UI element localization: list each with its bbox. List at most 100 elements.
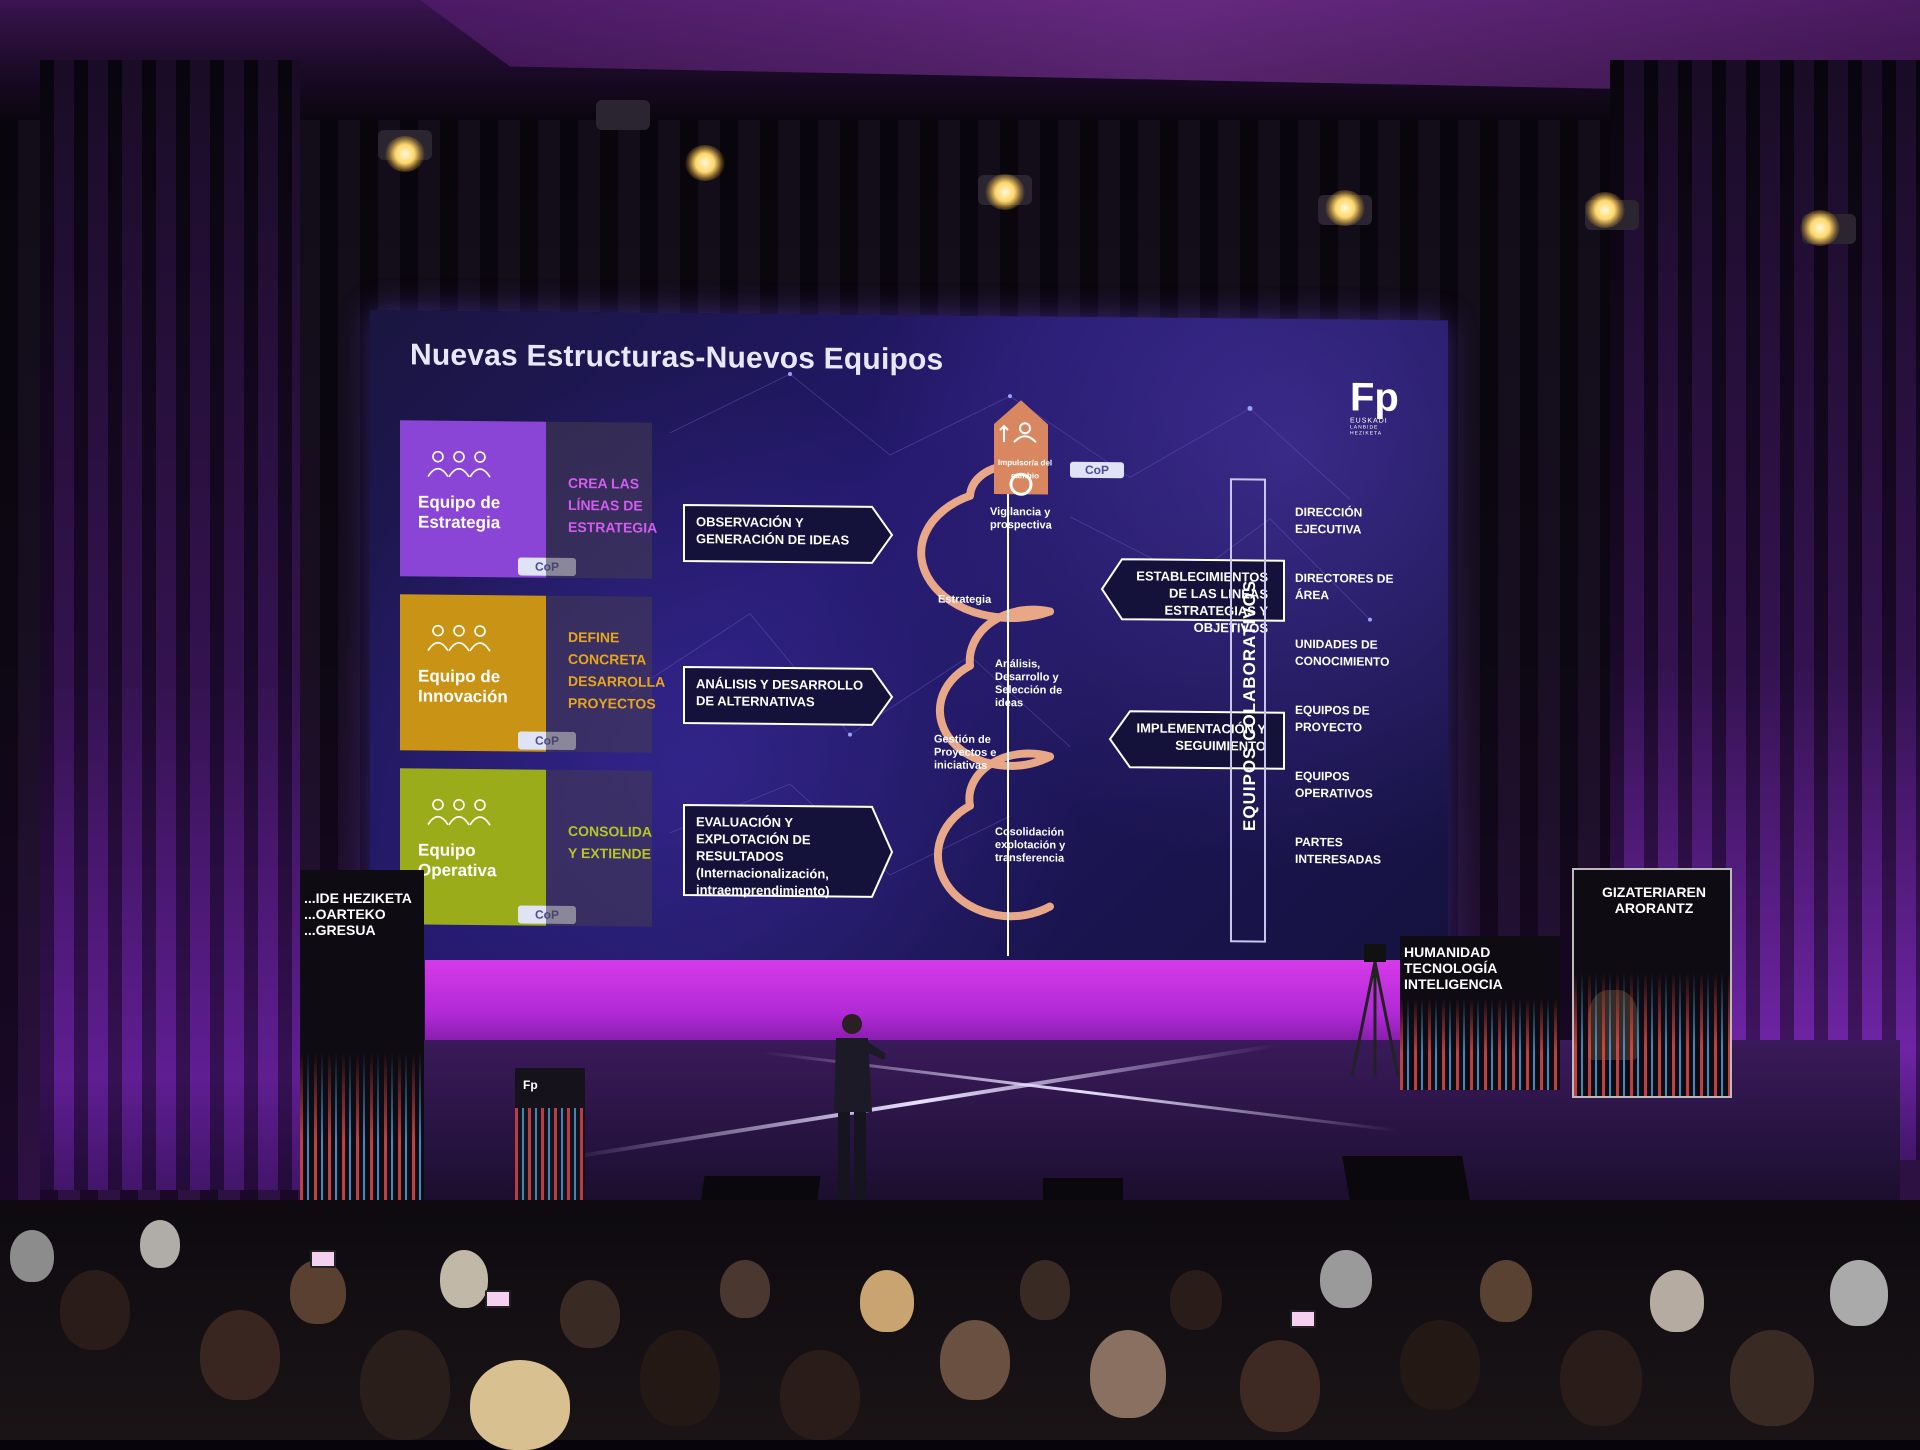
team-actions-panel: DEFINE CONCRETA DESARROLLA PROYECTOS [546, 595, 665, 753]
spiral-label-consolidacion: Cosolidación explotación y transferencia [995, 825, 1066, 865]
left-curtain [40, 60, 300, 1190]
fp-euskadi-logo: Fp EUSKADI LANBIDE HEZIKETA [1350, 375, 1412, 436]
arrow-label: EVALUACIÓN Y EXPLOTACIÓN DE RESULTADOS (… [696, 814, 830, 899]
audience-member [1730, 1330, 1814, 1426]
team-actions: CREA LAS LÍNEAS DE ESTRATEGIA [568, 474, 658, 536]
arrow-shape [1100, 558, 1285, 622]
phone-icon [485, 1290, 511, 1308]
arrow-label: ANÁLISIS Y DESARROLLO DE ALTERNATIVAS [696, 676, 864, 710]
audience-member [440, 1250, 488, 1308]
audience-member [1480, 1260, 1532, 1322]
role-list-item: EQUIPOS DE PROYECTO [1295, 702, 1370, 735]
team-card-operativa: Equipo Operativa CoP [400, 768, 576, 926]
audience-member [560, 1280, 620, 1348]
team-name: Equipo Operativa [418, 840, 497, 881]
projection-screen: Nuevas Estructuras-Nuevos Equipos Fp EUS… [370, 310, 1448, 971]
team-actions-panel: CONSOLIDA Y EXTIENDE [546, 769, 652, 927]
slide-title: Nuevas Estructuras-Nuevos Equipos [410, 338, 944, 377]
lectern-logo: Fp [523, 1078, 538, 1092]
cop-badge: CoP [1070, 461, 1124, 479]
left-banner: ...IDE HEZIKETA ...OARTEKO ...GRESUA [300, 870, 424, 1200]
phone-icon [310, 1250, 336, 1268]
spiral-label-analisis: Análisis, Desarrollo y Selección de idea… [995, 657, 1063, 710]
people-group-icon [427, 798, 491, 826]
banner-graphic [1574, 971, 1730, 1096]
audience-member [640, 1330, 720, 1426]
spotlight-icon [685, 145, 725, 181]
audience-member [1830, 1260, 1888, 1326]
vertical-label: EQUIPOS COLABORATIVOS [1240, 579, 1259, 832]
spotlight-icon [1585, 192, 1625, 228]
banner-text: ...IDE HEZIKETA ...OARTEKO ...GRESUA [304, 890, 412, 938]
audience-member [290, 1260, 346, 1324]
process-arrow-analisis: ANÁLISIS Y DESARROLLO DE ALTERNATIVAS [682, 665, 894, 727]
team-name: Equipo de Innovación [418, 666, 508, 707]
audience-heads [0, 1200, 1920, 1450]
impulsor-arrow [994, 400, 1048, 496]
process-arrow-implementacion: IMPLEMENTACIÓN Y SEGUIMIENTO [1108, 709, 1286, 771]
process-arrow-observacion: OBSERVACIÓN Y GENERACIÓN DE IDEAS [682, 503, 894, 565]
banner-graphic [1400, 997, 1560, 1090]
camera-tripod [1350, 944, 1400, 1077]
audience-member [1650, 1270, 1704, 1332]
right-banner: GIZATERIAREN ARORANTZ [1572, 868, 1732, 1098]
process-spiral [917, 458, 1054, 957]
lectern-graphic [515, 1107, 585, 1200]
presenter [834, 1014, 886, 1208]
team-actions: CONSOLIDA Y EXTIENDE [568, 822, 652, 862]
team-card-innovacion: Equipo de Innovación CoP [400, 594, 576, 752]
spotlight-icon [985, 174, 1025, 210]
arrow-shape [683, 666, 894, 726]
arrow-shape [1108, 710, 1285, 770]
arrow-label: OBSERVACIÓN Y GENERACIÓN DE IDEAS [696, 514, 850, 548]
banner-graphic [300, 1051, 424, 1200]
process-arrow-establecimientos: ESTABLECIMIENTOS DE LAS LINEAS ESTRATEGI… [1100, 557, 1286, 636]
role-list-item: DIRECCIÓN EJECUTIVA [1295, 504, 1363, 537]
audience-member [1320, 1250, 1372, 1308]
spotlight-icon [385, 136, 425, 172]
spotlight-icon [1325, 190, 1365, 226]
logo-mark: Fp [1350, 375, 1399, 420]
banner-text: GIZATERIAREN ARORANTZ [1602, 884, 1706, 916]
audience-member [1560, 1330, 1642, 1426]
people-group-icon [427, 624, 491, 652]
center-right-banner: HUMANIDAD TECNOLOGÍA INTELIGENCIA [1400, 936, 1560, 1090]
audience-member [780, 1350, 860, 1440]
banner-text: HUMANIDAD TECNOLOGÍA INTELIGENCIA [1404, 944, 1503, 992]
arrow-shape [683, 504, 894, 564]
logo-subtitle-2: LANBIDE HEZIKETA [1350, 424, 1383, 437]
audience-member [1090, 1330, 1166, 1418]
stage-monitor [1342, 1156, 1470, 1200]
team-actions: DEFINE CONCRETA DESARROLLA PROYECTOS [568, 628, 665, 712]
process-arrow-evaluacion: EVALUACIÓN Y EXPLOTACIÓN DE RESULTADOS (… [682, 803, 894, 899]
audience-member [360, 1330, 450, 1440]
audience-member [720, 1260, 770, 1318]
team-name: Equipo de Estrategia [418, 492, 501, 533]
people-group-icon [427, 450, 491, 478]
audience-member [140, 1220, 180, 1268]
audience-member [1240, 1340, 1320, 1432]
equipos-colaborativos-bracket: EQUIPOS COLABORATIVOS [1230, 478, 1266, 943]
role-list-item: DIRECTORES DE ÁREA [1295, 570, 1394, 603]
arrow-shape [683, 804, 894, 898]
audience-member [940, 1320, 1010, 1400]
audience-member [1400, 1320, 1480, 1410]
impulsor-label: Impulsor/a del cambio [997, 458, 1053, 481]
role-list-item: UNIDADES DE CONOCIMIENTO [1295, 636, 1390, 669]
audience-member [1020, 1260, 1070, 1320]
audience-member [200, 1310, 280, 1400]
audience-member [470, 1360, 570, 1450]
spotlight-housing [596, 100, 650, 130]
phone-icon [1290, 1310, 1316, 1328]
stage-apron-glow [425, 960, 1425, 1050]
team-card-estrategia: Equipo de Estrategia CoP [400, 420, 576, 578]
audience-member [1170, 1270, 1222, 1330]
audience-member [60, 1270, 130, 1350]
spiral-label-estrategia: Estrategia [938, 593, 992, 606]
spiral-label-vigilancia: Vigilancia y prospectiva [990, 505, 1052, 532]
lectern: Fp [515, 1068, 585, 1200]
team-actions-panel: CREA LAS LÍNEAS DE ESTRATEGIA [546, 421, 657, 579]
audience-member [860, 1270, 914, 1332]
spiral-label-gestion: Gestión de Proyectos e iniciativas [934, 733, 997, 772]
role-list-item: EQUIPOS OPERATIVOS [1295, 768, 1373, 801]
